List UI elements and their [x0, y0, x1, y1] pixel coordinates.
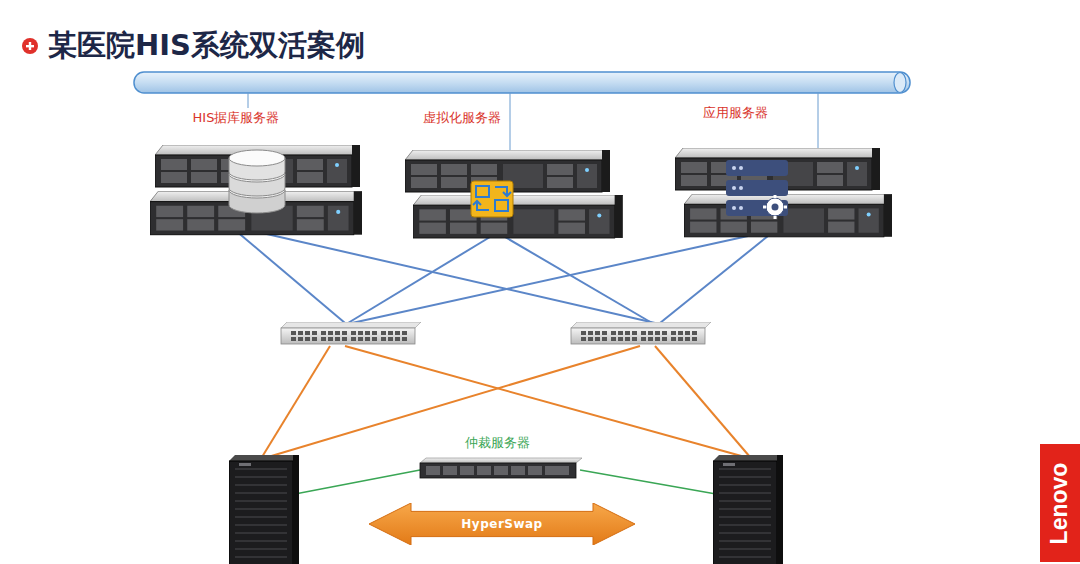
title-bullet [22, 38, 38, 54]
fc-cable [660, 236, 768, 323]
arbiter-server [460, 466, 474, 475]
server-rack [684, 194, 892, 237]
storage-cable [345, 346, 745, 457]
server-rack [155, 145, 360, 187]
app-server-icon [732, 166, 736, 170]
san-switch [571, 322, 711, 344]
double-arrow-outline [369, 503, 635, 545]
storage-cable [655, 346, 750, 457]
arbiter-server [420, 463, 576, 478]
network-bus [134, 72, 910, 93]
arbiter-server [443, 466, 457, 475]
app-server-icon [766, 198, 784, 216]
node-text: HIS据库服务器 [193, 110, 280, 126]
quorum-cable [295, 470, 420, 494]
drop-line [510, 93, 511, 150]
arbiter-server [477, 466, 491, 475]
app-server-icon [763, 195, 787, 219]
storage-cable [268, 346, 640, 457]
app-server-icon [784, 206, 787, 209]
network-bus [134, 72, 910, 93]
app-server-icon [739, 186, 743, 190]
fc-cable [348, 237, 490, 323]
app-server-icon [732, 186, 736, 190]
fc-cable [258, 232, 655, 323]
virtualization-icon [476, 186, 489, 197]
app-server-icon [763, 206, 766, 209]
drop-line [818, 93, 819, 150]
storage-array [229, 455, 783, 564]
virtualization-icon [495, 187, 511, 196]
server-group-label: HIS据库服务器 [190, 109, 283, 128]
app-server-icon [732, 206, 736, 210]
app-server-icon [772, 204, 779, 211]
fc-cable [352, 236, 748, 323]
node-text: 虚拟化服务器 [423, 110, 501, 126]
fc-cable [235, 230, 768, 323]
virtualization-icon [495, 200, 508, 211]
app-server-icon [726, 160, 788, 176]
drop-line [248, 93, 818, 150]
drop-line [248, 93, 249, 108]
server-group-label: 虚拟化服务器 [420, 109, 504, 128]
arbiter-server [426, 466, 440, 475]
storage-array [229, 455, 299, 564]
server-rack [150, 145, 892, 238]
arbiter-server [545, 466, 569, 475]
page-title: 某医院HIS系统双活案例 [48, 26, 365, 66]
app-server-icon [774, 195, 777, 198]
app-server-icon [766, 198, 784, 216]
title-bullet [22, 38, 38, 54]
fc-cable [235, 230, 345, 323]
app-server-icon [726, 160, 788, 219]
storage-cable [262, 346, 750, 457]
san-switch [281, 322, 421, 344]
hyperswap-arrow: HyperSwap [369, 503, 635, 545]
network-bus [894, 73, 906, 93]
node-text: 应用服务器 [703, 105, 768, 121]
virtualization-icon [471, 181, 513, 217]
arbiter-server [528, 466, 542, 475]
arbiter-server [494, 466, 508, 475]
database-icon [229, 150, 285, 166]
node-text: HyperSwap [461, 517, 542, 532]
app-server-icon [732, 166, 743, 210]
quorum-cable [580, 470, 716, 494]
arbiter-server [511, 466, 525, 475]
san-switch [281, 322, 711, 344]
database-icon [229, 150, 285, 213]
server-rack [413, 195, 623, 238]
storage-cable [262, 346, 330, 457]
app-server-icon [774, 216, 777, 219]
app-server-icon [739, 206, 743, 210]
brand-box [1040, 444, 1080, 562]
arbiter-server [420, 458, 582, 478]
virtualization-icon [471, 181, 513, 217]
arbiter-label: 仲裁服务器 [462, 434, 533, 453]
title-bullet [29, 42, 31, 50]
arbiter-server [426, 466, 569, 475]
app-server-icon [726, 180, 788, 196]
arbiter-server [420, 458, 582, 463]
node-text: 仲裁服务器 [465, 435, 530, 451]
app-server-icon [739, 166, 743, 170]
virtualization-icon [473, 201, 489, 210]
storage-array [713, 455, 783, 564]
server-group-label: 应用服务器 [700, 104, 771, 123]
fc-cable [505, 237, 652, 323]
brand-logo-text: Lenovo [1047, 462, 1074, 544]
